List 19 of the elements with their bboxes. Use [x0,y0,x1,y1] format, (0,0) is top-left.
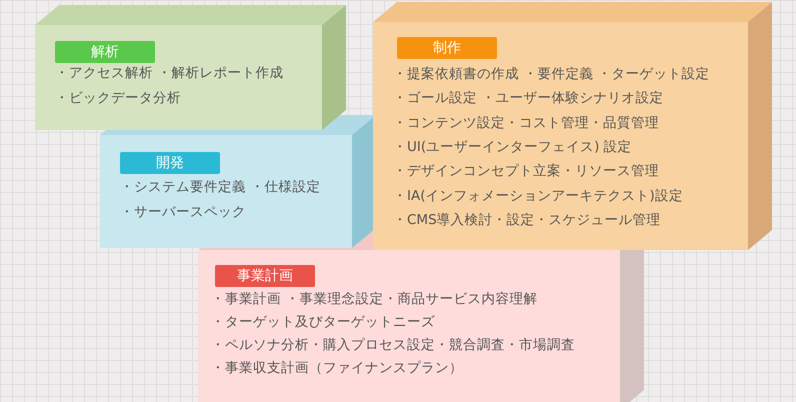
list-item: ・UI(ユーザーインターフェイス) 設定 [393,138,632,156]
list-item: ・デザインコンセプト立案・リソース管理 [393,162,659,180]
heading-badge: 開発 [120,152,220,174]
list-item: ・ペルソナ分析・購入プロセス設定・競合調査・市場調査 [211,336,575,354]
list-item: ・事業収支計画（ファイナンスプラン） [211,359,463,377]
heading-badge: 解析 [55,41,155,63]
list-item: ・ゴール設定 ・ユーザー体験シナリオ設定 [393,89,664,108]
list-item: ・提案依頼書の作成 ・要件定義 ・ターゲット設定 [393,65,710,83]
list-item: ・ビックデータ分析 [55,89,181,107]
list-item: ・事業計画 ・事業理念設定・商品サービス内容理解 [211,290,538,308]
list-item: ・システム要件定義 ・仕様設定 [120,178,320,196]
list-item: ・IA(インフォメーションアーキテクスト)設定 [393,186,683,204]
list-item: ・ターゲット及びターゲットニーズ [211,313,435,331]
list-item: ・アクセス解析 ・解析レポート作成 [55,64,284,82]
list-item: ・コンテンツ設定・コスト管理・品質管理 [393,114,659,132]
heading-badge: 事業計画 [215,265,315,287]
heading-badge: 制作 [397,37,497,59]
list-item: ・CMS導入検討・設定・スケジュール管理 [393,210,661,229]
list-item: ・サーバースペック [120,203,246,221]
